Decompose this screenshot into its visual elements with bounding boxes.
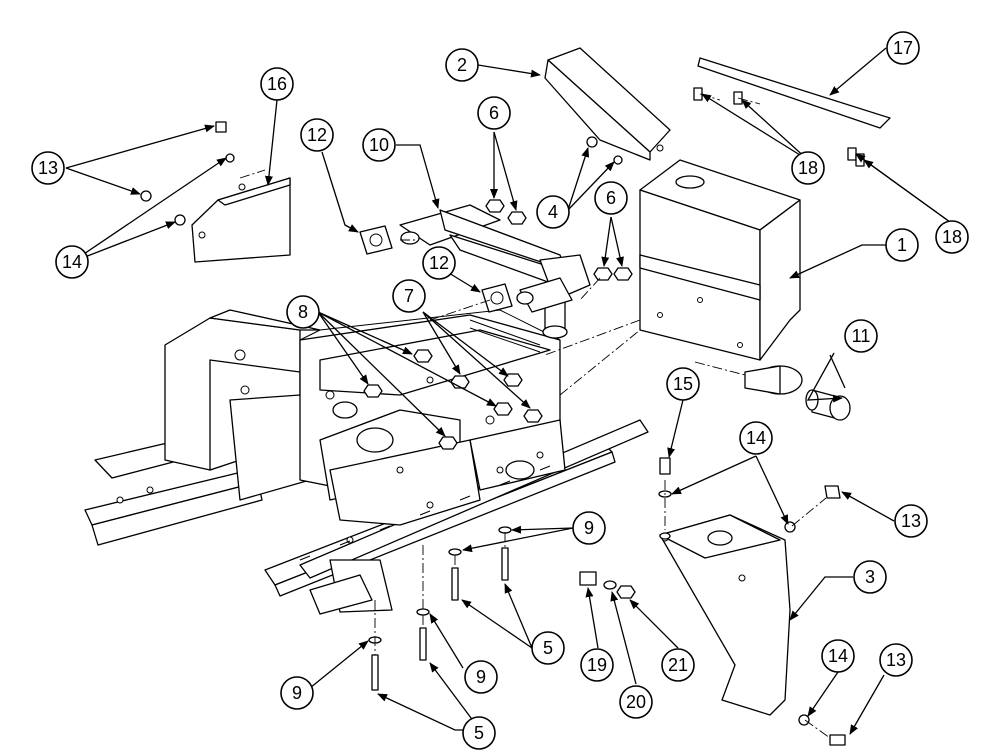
callout-10-label: 10 [369, 135, 389, 155]
callout-9-right-label: 9 [584, 518, 594, 538]
callout-3: 3 [853, 560, 887, 594]
callout-4: 4 [536, 195, 570, 229]
callout-13-right: 13 [894, 504, 928, 538]
callout-13-bottom-label: 13 [886, 650, 906, 670]
callout-20: 20 [619, 685, 653, 719]
callout-13-right-label: 13 [901, 511, 921, 531]
callout-19-label: 19 [587, 655, 607, 675]
callout-21: 21 [661, 648, 695, 682]
callout-7-label: 7 [404, 286, 414, 306]
callout-6-left-label: 6 [489, 103, 499, 123]
callout-17-label: 17 [893, 38, 913, 58]
callout-15: 15 [666, 367, 700, 401]
callout-18-left-label: 18 [798, 158, 818, 178]
callout-15-label: 15 [673, 374, 693, 394]
callout-14-upper-right: 14 [739, 421, 773, 455]
mounting-strap [697, 57, 891, 129]
callout-6-right: 6 [594, 181, 628, 215]
callout-8-label: 8 [298, 302, 308, 322]
callout-16: 16 [260, 67, 294, 101]
callout-19: 19 [580, 648, 614, 682]
callout-1-label: 1 [897, 235, 907, 255]
tail-pipe-tip [805, 389, 851, 421]
callout-2: 2 [445, 48, 479, 82]
assembly-lines [239, 93, 831, 739]
callout-14-lower-right: 14 [821, 639, 855, 673]
callout-12-upper: 12 [300, 118, 334, 152]
callout-6-right-label: 6 [606, 188, 616, 208]
callout-13-left: 13 [31, 151, 65, 185]
exhaust-pipe [399, 204, 591, 339]
callout-9-middle-label: 9 [476, 667, 486, 687]
gasket-lower [481, 283, 513, 313]
callout-6-left: 6 [477, 96, 511, 130]
chassis-frame [84, 309, 649, 615]
callout-5-bottom-label: 5 [474, 723, 484, 743]
callout-5-bottom: 5 [462, 716, 496, 750]
callout-18-right-label: 18 [942, 227, 962, 247]
callout-13-bottom: 13 [879, 643, 913, 677]
callout-2-label: 2 [457, 55, 467, 75]
callout-20-label: 20 [626, 692, 646, 712]
callout-5-middle: 5 [531, 631, 565, 665]
left-shield-bracket [191, 177, 291, 263]
callout-14-upper-right-label: 14 [746, 428, 766, 448]
callout-18-left: 18 [791, 151, 825, 185]
callout-9-left: 9 [280, 676, 314, 710]
callout-12-lower-label: 12 [429, 253, 449, 273]
callout-18-right: 18 [935, 220, 969, 254]
callout-14-left-label: 14 [62, 252, 82, 272]
callout-14-left: 14 [55, 245, 89, 279]
callout-12-lower: 12 [422, 246, 456, 280]
callout-11: 11 [844, 319, 878, 353]
callout-9-right: 9 [572, 511, 606, 545]
callout-21-label: 21 [668, 655, 688, 675]
callout-8: 8 [286, 295, 320, 329]
callout-9-middle: 9 [464, 660, 498, 694]
rear-guard-bracket [659, 514, 791, 716]
callout-17: 17 [886, 31, 920, 65]
callout-14-lower-right-label: 14 [828, 646, 848, 666]
muffler [639, 159, 803, 395]
callout-4-label: 4 [548, 202, 558, 222]
callout-1: 1 [885, 228, 919, 262]
callout-12-upper-label: 12 [307, 125, 327, 145]
callout-10: 10 [362, 128, 396, 162]
callout-11-label: 11 [852, 326, 871, 346]
callout-16-label: 16 [267, 74, 287, 94]
heat-shield-top [544, 47, 671, 161]
callout-13-left-label: 13 [38, 158, 58, 178]
gasket-upper [359, 225, 393, 255]
callout-9-left-label: 9 [292, 683, 302, 703]
callout-3-label: 3 [865, 567, 875, 587]
callout-7: 7 [392, 279, 426, 313]
callout-5-middle-label: 5 [543, 638, 553, 658]
